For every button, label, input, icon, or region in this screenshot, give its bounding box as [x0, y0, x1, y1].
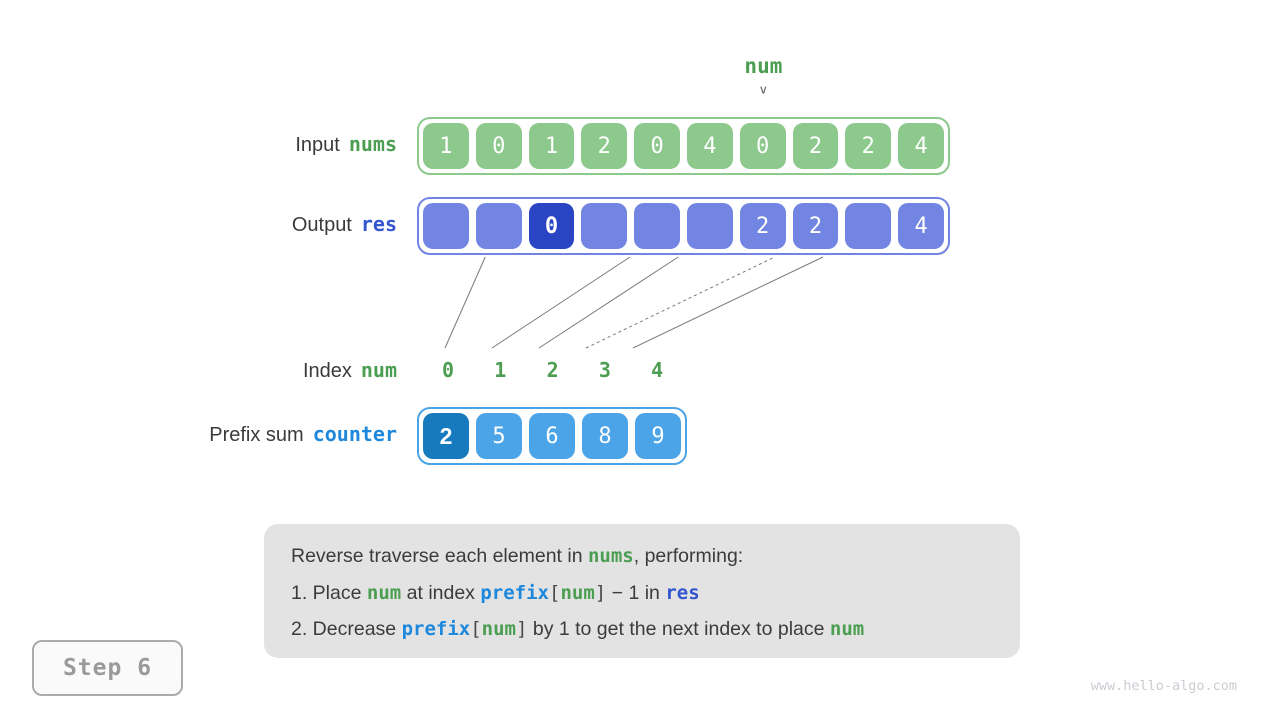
index-value: 2 — [546, 358, 559, 382]
output-label-code: res — [360, 212, 397, 236]
code-token: prefix — [480, 581, 549, 604]
counter-label-code: counter — [312, 422, 397, 446]
watermark: www.hello-algo.com — [1090, 678, 1237, 694]
explanation-line: 2. Decrease prefix[num] by 1 to get the … — [291, 611, 1020, 648]
text-token: 1. Place — [291, 581, 367, 604]
input-label-text: Input — [295, 134, 340, 156]
code-token: [ — [549, 581, 561, 604]
index-value: 3 — [598, 358, 611, 382]
connector-line — [632, 256, 824, 349]
array-cell — [423, 203, 469, 249]
array-cell: 4 — [686, 123, 733, 169]
text-token: Reverse traverse each element in — [291, 545, 588, 567]
step-badge-label: Step 6 — [62, 655, 153, 681]
text-token: , performing: — [633, 545, 744, 567]
index-label-text: Index — [302, 360, 352, 382]
connector-line — [538, 256, 679, 349]
index-value: 0 — [441, 358, 455, 382]
array-cell: 1 — [423, 123, 469, 169]
text-token: 2. Decrease — [291, 618, 402, 640]
index-value: 1 — [494, 358, 507, 382]
index-value: 4 — [651, 358, 664, 382]
connector-line — [491, 256, 631, 349]
code-token: nums — [587, 545, 634, 567]
index-row-label: Index num — [95, 358, 397, 383]
text-token: by 1 to get the next index to place — [527, 618, 830, 640]
counter-label-text: Prefix sum — [209, 424, 304, 446]
array-cell — [475, 203, 522, 249]
array-cell: 2 — [739, 203, 786, 249]
pointer-label-num: num — [744, 54, 783, 78]
connector-line — [444, 256, 486, 349]
array-cell — [686, 203, 733, 249]
array-cell: 0 — [475, 123, 522, 169]
array-cell: 2 — [792, 123, 839, 169]
text-token: − 1 in — [606, 581, 666, 604]
array-cell: 9 — [635, 413, 681, 459]
array-cell — [581, 203, 628, 249]
index-label-code: num — [360, 358, 397, 382]
explanation-line: Reverse traverse each element in nums, p… — [291, 538, 1020, 575]
output-label-text: Output — [291, 214, 352, 236]
code-token: [ — [470, 618, 482, 640]
code-token: res — [665, 581, 700, 604]
array-cell: 8 — [582, 413, 628, 459]
array-cell: 0 — [739, 123, 786, 169]
counter-row-label: Prefix sum counter — [95, 422, 397, 447]
array-cell: 2 — [845, 123, 892, 169]
array-cell: 6 — [529, 413, 575, 459]
array-cell: 2 — [423, 413, 469, 459]
step-badge: Step 6 — [32, 640, 183, 696]
array-cell — [634, 203, 680, 249]
code-token: num — [560, 581, 595, 604]
arrow-down-icon: ∨ — [759, 83, 768, 97]
input-label-code: nums — [348, 132, 397, 156]
array-cell: 0 — [634, 123, 680, 169]
connector-line — [585, 256, 775, 349]
array-cell — [845, 203, 892, 249]
array-cell: 4 — [898, 203, 944, 249]
code-token: prefix — [401, 618, 471, 640]
code-token: num — [829, 618, 865, 640]
explanation-text: Reverse traverse each element in nums, p… — [291, 538, 1020, 648]
array-cell: 1 — [528, 123, 575, 169]
code-token: ] — [515, 618, 528, 640]
code-token: num — [481, 618, 516, 640]
array-cell: 2 — [792, 203, 839, 249]
text-token: at index — [401, 581, 481, 604]
array-cell: 0 — [528, 203, 575, 249]
input-row-label: Input nums — [95, 132, 397, 157]
array-cell: 2 — [581, 123, 628, 169]
output-row-label: Output res — [95, 212, 397, 237]
explanation-line: 1. Place num at index prefix[num] − 1 in… — [291, 575, 1020, 612]
code-token: num — [366, 581, 402, 604]
code-token: ] — [594, 581, 607, 604]
explanation-box: Reverse traverse each element in nums, p… — [264, 524, 1020, 658]
array-cell: 4 — [898, 123, 944, 169]
array-cell: 5 — [476, 413, 522, 459]
